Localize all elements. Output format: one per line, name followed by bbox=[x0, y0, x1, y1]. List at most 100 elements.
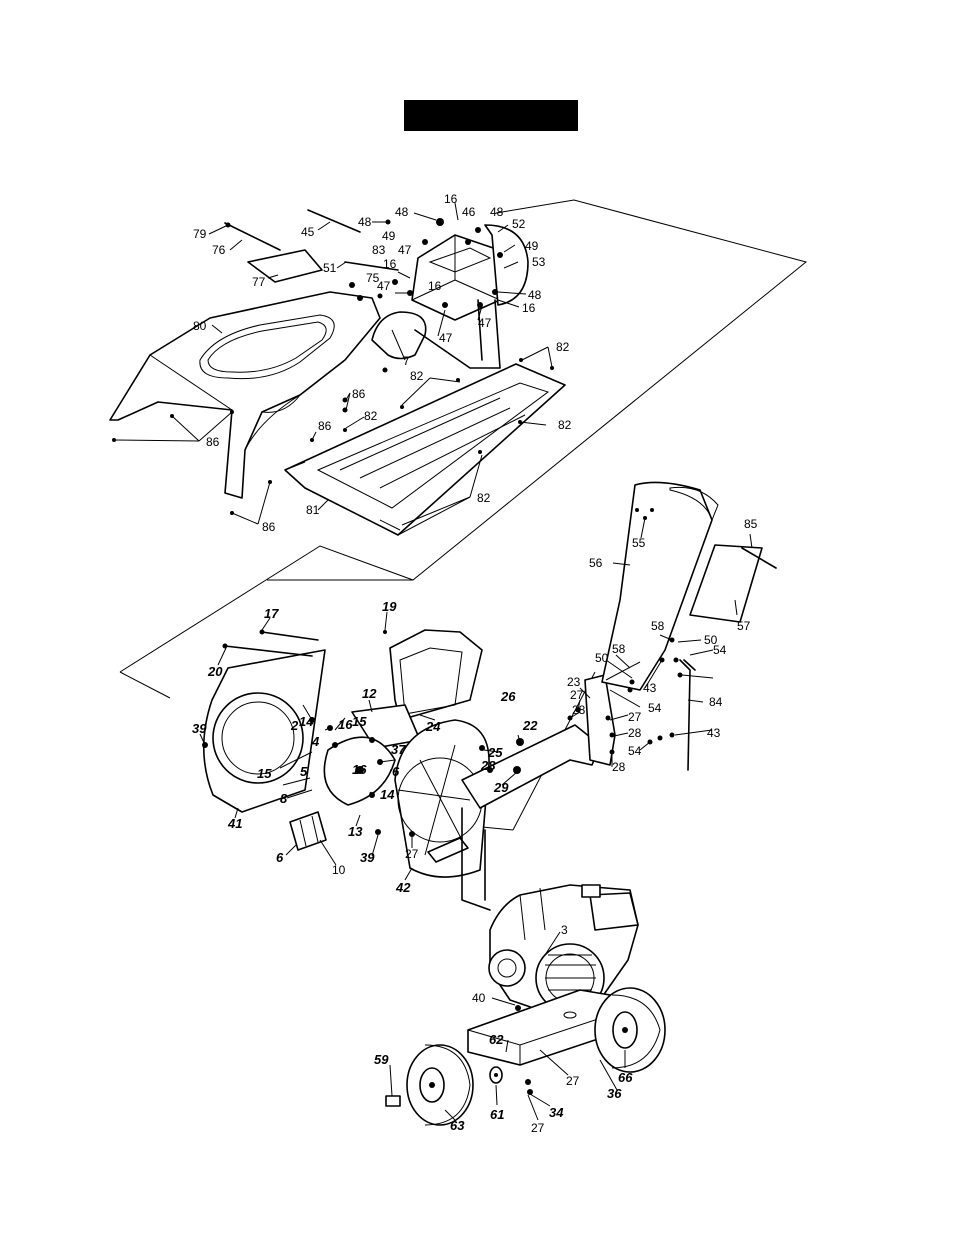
callout-36: 36 bbox=[607, 1086, 622, 1101]
callout-16: 16 bbox=[338, 717, 353, 732]
callout-79: 79 bbox=[193, 227, 207, 241]
callout-51: 51 bbox=[323, 261, 337, 275]
callout-28: 28 bbox=[612, 760, 626, 774]
callout-16: 16 bbox=[383, 257, 397, 271]
callout-82: 82 bbox=[410, 369, 424, 383]
callout-20: 20 bbox=[207, 664, 223, 679]
callout-16: 16 bbox=[352, 762, 367, 777]
callout-27: 27 bbox=[628, 710, 642, 724]
callout-42: 42 bbox=[395, 880, 411, 895]
callout-49: 49 bbox=[525, 239, 539, 253]
callout-86: 86 bbox=[352, 387, 366, 401]
clamp-6 bbox=[290, 812, 326, 850]
callout-61: 61 bbox=[490, 1107, 504, 1122]
callout-26: 26 bbox=[500, 689, 516, 704]
callout-10: 10 bbox=[332, 863, 346, 877]
callout-34: 34 bbox=[549, 1105, 564, 1120]
callout-14: 14 bbox=[380, 787, 395, 802]
callout-86: 86 bbox=[206, 435, 220, 449]
callout-84: 84 bbox=[709, 695, 723, 709]
callout-86: 86 bbox=[318, 419, 332, 433]
callout-54: 54 bbox=[628, 744, 642, 758]
callout-27: 27 bbox=[570, 688, 584, 702]
intake-chute bbox=[412, 235, 505, 320]
callout-15: 15 bbox=[257, 766, 272, 781]
callout-28: 28 bbox=[572, 703, 586, 717]
callout-48: 48 bbox=[528, 288, 542, 302]
callout-6: 6 bbox=[276, 850, 284, 865]
callout-41: 41 bbox=[227, 816, 242, 831]
callout-48: 48 bbox=[395, 205, 409, 219]
callout-80: 80 bbox=[193, 319, 207, 333]
callout-47: 47 bbox=[398, 243, 412, 257]
callout-40: 40 bbox=[472, 991, 486, 1005]
callout-4: 4 bbox=[311, 734, 320, 749]
callout-8: 8 bbox=[280, 791, 288, 806]
callout-57: 57 bbox=[737, 619, 751, 633]
callout-27: 27 bbox=[566, 1074, 580, 1088]
header-bar bbox=[404, 100, 578, 131]
callout-81: 81 bbox=[306, 503, 320, 517]
callout-28: 28 bbox=[628, 726, 642, 740]
callout-27: 27 bbox=[405, 847, 419, 861]
callout-47: 47 bbox=[478, 316, 492, 330]
callout-82: 82 bbox=[364, 409, 378, 423]
callout-14: 14 bbox=[299, 714, 314, 729]
wheel-66 bbox=[595, 988, 665, 1072]
callout-46: 46 bbox=[462, 205, 476, 219]
callout-39: 39 bbox=[192, 721, 207, 736]
callout-27: 27 bbox=[531, 1121, 545, 1135]
callout-16: 16 bbox=[428, 279, 442, 293]
callout-53: 53 bbox=[532, 255, 546, 269]
callout-54: 54 bbox=[648, 701, 662, 715]
callout-58: 58 bbox=[612, 642, 626, 656]
callout-49: 49 bbox=[382, 229, 396, 243]
callout-83: 83 bbox=[372, 243, 386, 257]
callout-39: 39 bbox=[360, 850, 375, 865]
deflector-57 bbox=[690, 545, 762, 622]
callout-63: 63 bbox=[450, 1118, 465, 1133]
callout-43: 43 bbox=[707, 726, 721, 740]
callout-48: 48 bbox=[490, 205, 504, 219]
callout-62: 62 bbox=[489, 1032, 504, 1047]
callout-17: 17 bbox=[264, 606, 279, 621]
callout-43: 43 bbox=[643, 681, 657, 695]
callout-82: 82 bbox=[556, 340, 570, 354]
callout-16: 16 bbox=[522, 301, 536, 315]
lower-assembly bbox=[120, 482, 776, 1160]
callout-28: 28 bbox=[480, 758, 496, 773]
callout-37: 37 bbox=[391, 742, 406, 757]
callout-56: 56 bbox=[589, 556, 603, 570]
callout-13: 13 bbox=[348, 824, 363, 839]
callout-82: 82 bbox=[558, 418, 572, 432]
callout-54: 54 bbox=[713, 643, 727, 657]
callout-12: 12 bbox=[362, 686, 377, 701]
callout-22: 22 bbox=[522, 718, 538, 733]
callout-29: 29 bbox=[493, 780, 509, 795]
callout-2: 2 bbox=[290, 718, 299, 733]
callout-85: 85 bbox=[744, 517, 758, 531]
callout-52: 52 bbox=[512, 217, 526, 231]
callout-19: 19 bbox=[382, 599, 397, 614]
callout-24: 24 bbox=[425, 719, 441, 734]
callout-47: 47 bbox=[377, 279, 391, 293]
callout-55: 55 bbox=[632, 536, 646, 550]
callout-47: 47 bbox=[439, 331, 453, 345]
callout-7: 7 bbox=[403, 354, 410, 368]
callout-15: 15 bbox=[352, 714, 367, 729]
callout-45: 45 bbox=[301, 225, 315, 239]
callout-82: 82 bbox=[477, 491, 491, 505]
wheel-63 bbox=[407, 1045, 473, 1125]
callout-86: 86 bbox=[262, 520, 276, 534]
callout-76: 76 bbox=[212, 243, 226, 257]
callout-48: 48 bbox=[358, 215, 372, 229]
callout-3: 3 bbox=[561, 923, 568, 937]
discharge-chute-56 bbox=[602, 482, 712, 690]
callout-23: 23 bbox=[567, 675, 581, 689]
callout-59: 59 bbox=[374, 1052, 389, 1067]
callout-16: 16 bbox=[444, 192, 458, 206]
callout-77: 77 bbox=[252, 275, 266, 289]
base-plate-81 bbox=[285, 364, 565, 535]
